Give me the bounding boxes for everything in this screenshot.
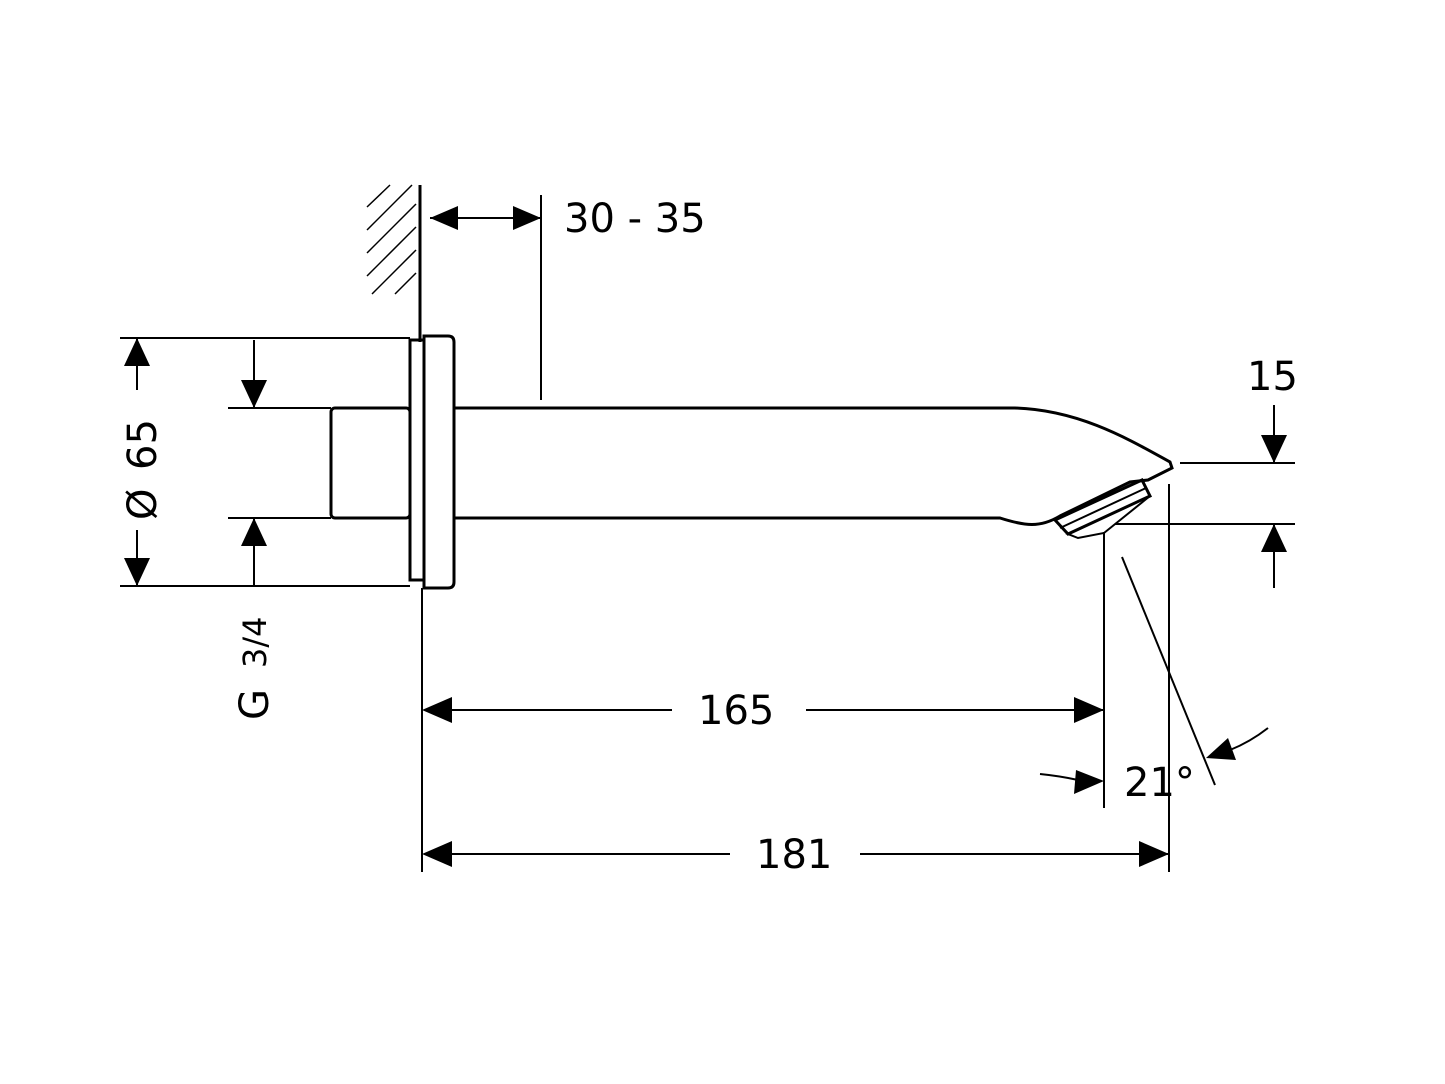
length-outer-dimension	[422, 484, 1170, 872]
thread-dimension	[228, 340, 331, 586]
outlet-height-label: 15	[1247, 354, 1298, 400]
thread-label: G	[232, 689, 278, 720]
aerator	[1052, 478, 1153, 540]
wall-offset-dimension	[430, 195, 542, 400]
length-inner-dimension	[422, 532, 1105, 808]
wall-offset-label: 30 - 35	[564, 196, 706, 242]
length-outer-label: 181	[756, 832, 832, 878]
wall-rosette	[408, 334, 456, 590]
rosette-diameter-dimension	[120, 337, 410, 587]
thread-size-label: 3/4	[236, 617, 274, 669]
length-inner-label: 165	[698, 688, 774, 734]
angle-dimension	[1039, 556, 1269, 794]
thread-connector	[329, 406, 412, 520]
diameter-value: 65	[120, 419, 166, 470]
diameter-symbol: Ø	[120, 489, 166, 520]
angle-label: 21°	[1124, 760, 1195, 806]
outlet-height-dimension	[1115, 405, 1295, 588]
wall-hatching	[366, 184, 422, 342]
spout-body	[454, 406, 1174, 526]
